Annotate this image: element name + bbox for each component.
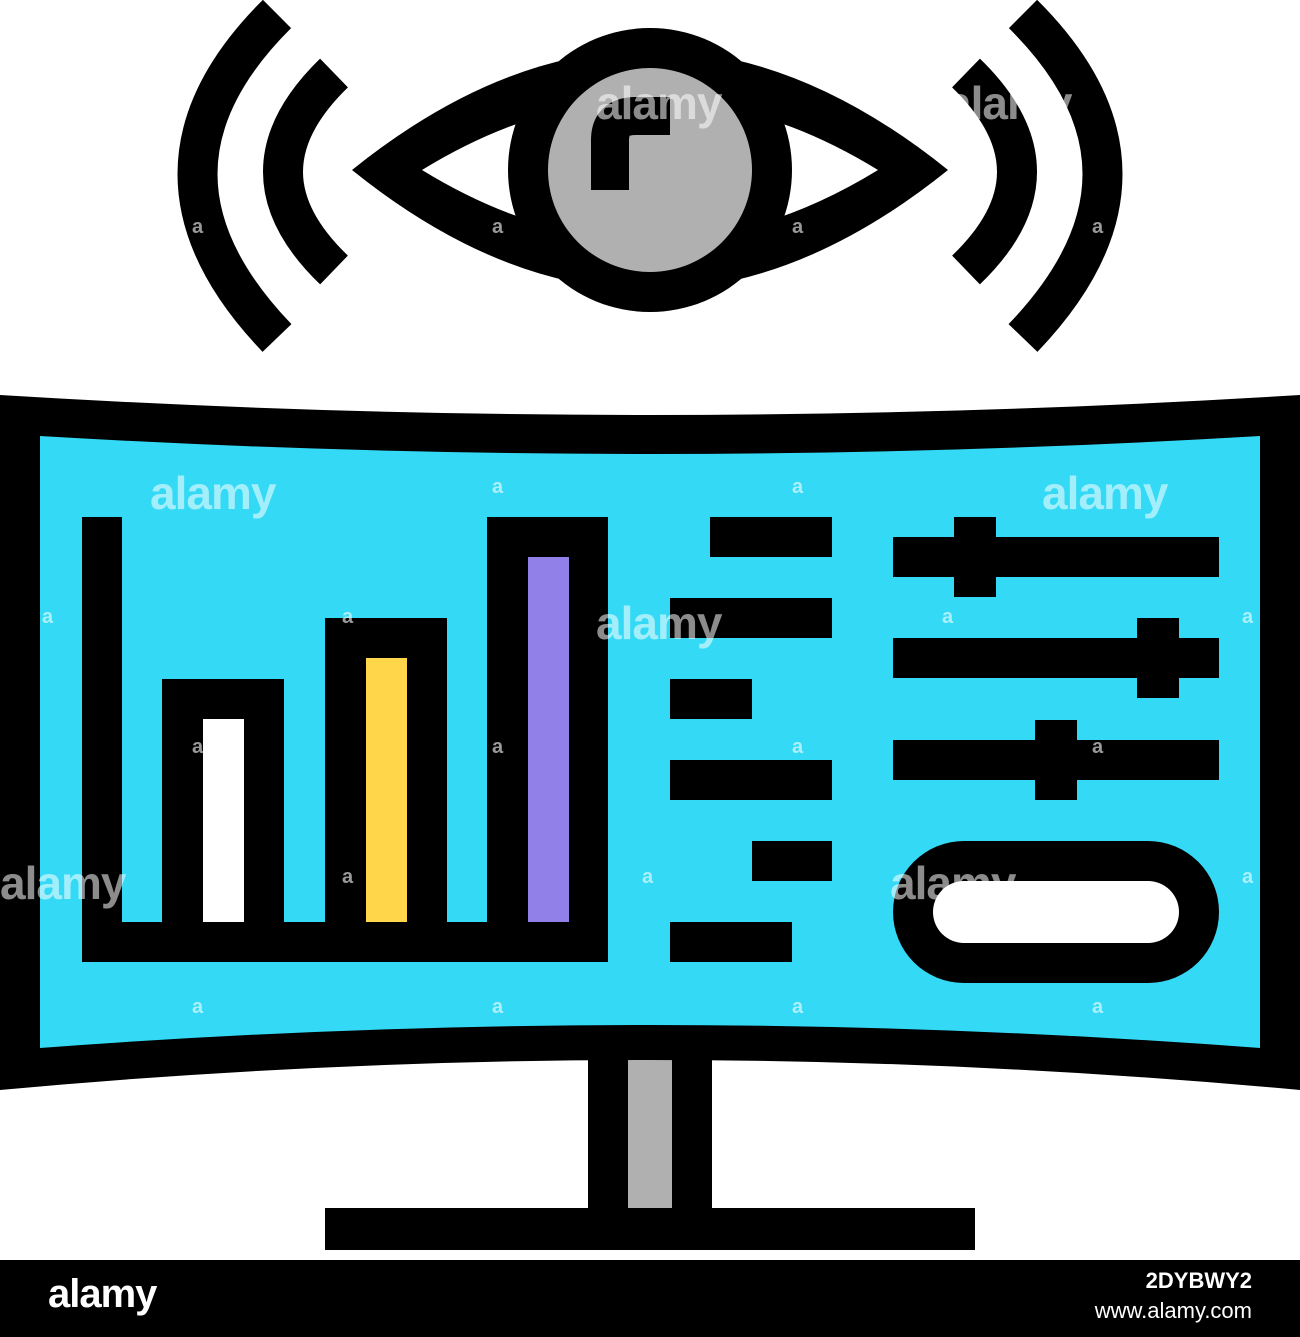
footer-bar: alamy 2DYBWY2 www.alamy.com <box>0 1260 1300 1337</box>
watermark-mark: a <box>342 866 354 888</box>
watermark-mark: a <box>192 736 204 758</box>
watermark: alamy <box>1042 467 1168 519</box>
watermark-mark: a <box>342 346 354 368</box>
watermark-mark: a <box>792 736 804 758</box>
alamy-logo: alamy <box>48 1272 157 1316</box>
watermark-mark: a <box>1242 346 1254 368</box>
watermark-mark: a <box>492 996 504 1018</box>
text-lines <box>670 517 832 962</box>
signal-waves-icon <box>177 0 1123 352</box>
watermark-mark: a <box>1242 866 1254 888</box>
watermark-mark: a <box>792 996 804 1018</box>
watermark: alamy <box>596 77 722 129</box>
watermark-mark: a <box>492 736 504 758</box>
watermark-mark: a <box>1092 216 1104 238</box>
watermark-mark: a <box>942 86 954 108</box>
bar-chart-icon <box>82 517 608 962</box>
watermark-mark: a <box>342 606 354 628</box>
watermark-mark: a <box>42 86 54 108</box>
watermark-mark: a <box>42 606 54 628</box>
site-url: www.alamy.com <box>1094 1298 1252 1323</box>
watermark: alamy <box>0 857 126 909</box>
watermark-mark: a <box>492 476 504 498</box>
watermark-mark: a <box>1092 996 1104 1018</box>
watermark: alamy <box>946 77 1072 129</box>
bar-1 <box>203 719 244 922</box>
watermark-mark: a <box>342 86 354 108</box>
watermark-mark: a <box>642 866 654 888</box>
watermark-mark: a <box>1092 736 1104 758</box>
watermark-mark: a <box>942 346 954 368</box>
watermark: alamy <box>150 467 276 519</box>
image-id: 2DYBWY2 <box>1145 1268 1252 1293</box>
bar-3 <box>528 557 569 922</box>
watermark-mark: a <box>792 216 804 238</box>
bar-2 <box>366 658 407 922</box>
watermark-mark: a <box>942 606 954 628</box>
eye-monitor-illustration <box>0 0 1300 1250</box>
watermark-mark: a <box>192 996 204 1018</box>
watermark: alamy <box>890 857 1016 909</box>
sliders-icon <box>893 517 1219 800</box>
eye-icon <box>352 28 948 312</box>
watermark-mark: a <box>42 346 54 368</box>
pill-button-icon <box>893 841 1219 983</box>
watermark-mark: a <box>492 216 504 238</box>
watermark-mark: a <box>1242 86 1254 108</box>
monitor-stand <box>325 1045 975 1250</box>
watermark: alamy <box>596 597 722 649</box>
watermark-mark: a <box>1242 606 1254 628</box>
watermark-mark: a <box>192 216 204 238</box>
watermark-mark: a <box>792 476 804 498</box>
